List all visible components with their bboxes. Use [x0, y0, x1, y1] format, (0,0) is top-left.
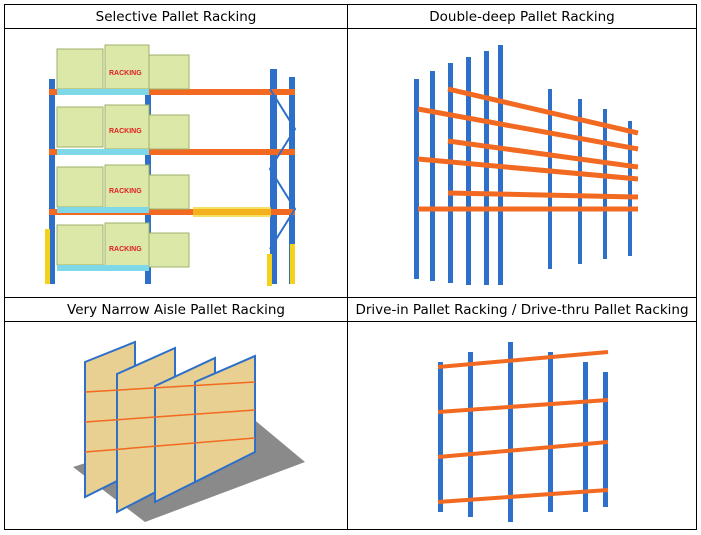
cell-title: Double-deep Pallet Racking — [348, 5, 696, 29]
selective-racking-image: RACKING RACKING RACKING RACKING — [45, 44, 297, 286]
cell-selective: Selective Pallet Racking RAC — [5, 5, 347, 297]
double-deep-racking-image — [414, 45, 639, 285]
drive-in-racking-image — [437, 342, 609, 522]
cell-title: Drive-in Pallet Racking / Drive-thru Pal… — [348, 298, 696, 322]
svg-text:RACKING: RACKING — [109, 188, 142, 195]
vna-racking-image — [73, 340, 305, 522]
cell-drive-in: Drive-in Pallet Racking / Drive-thru Pal… — [348, 298, 698, 531]
svg-text:RACKING: RACKING — [109, 70, 142, 77]
column-divider — [347, 5, 348, 529]
cell-title: Selective Pallet Racking — [5, 5, 347, 29]
cell-title: Very Narrow Aisle Pallet Racking — [5, 298, 347, 322]
row-divider — [5, 297, 696, 298]
racking-table: Selective Pallet Racking RAC — [4, 4, 697, 530]
svg-text:RACKING: RACKING — [109, 128, 142, 135]
box-label: RACKING — [109, 246, 142, 253]
cell-vna: Very Narrow Aisle Pallet Racking — [5, 298, 347, 531]
cell-double-deep: Double-deep Pallet Racking — [348, 5, 698, 297]
